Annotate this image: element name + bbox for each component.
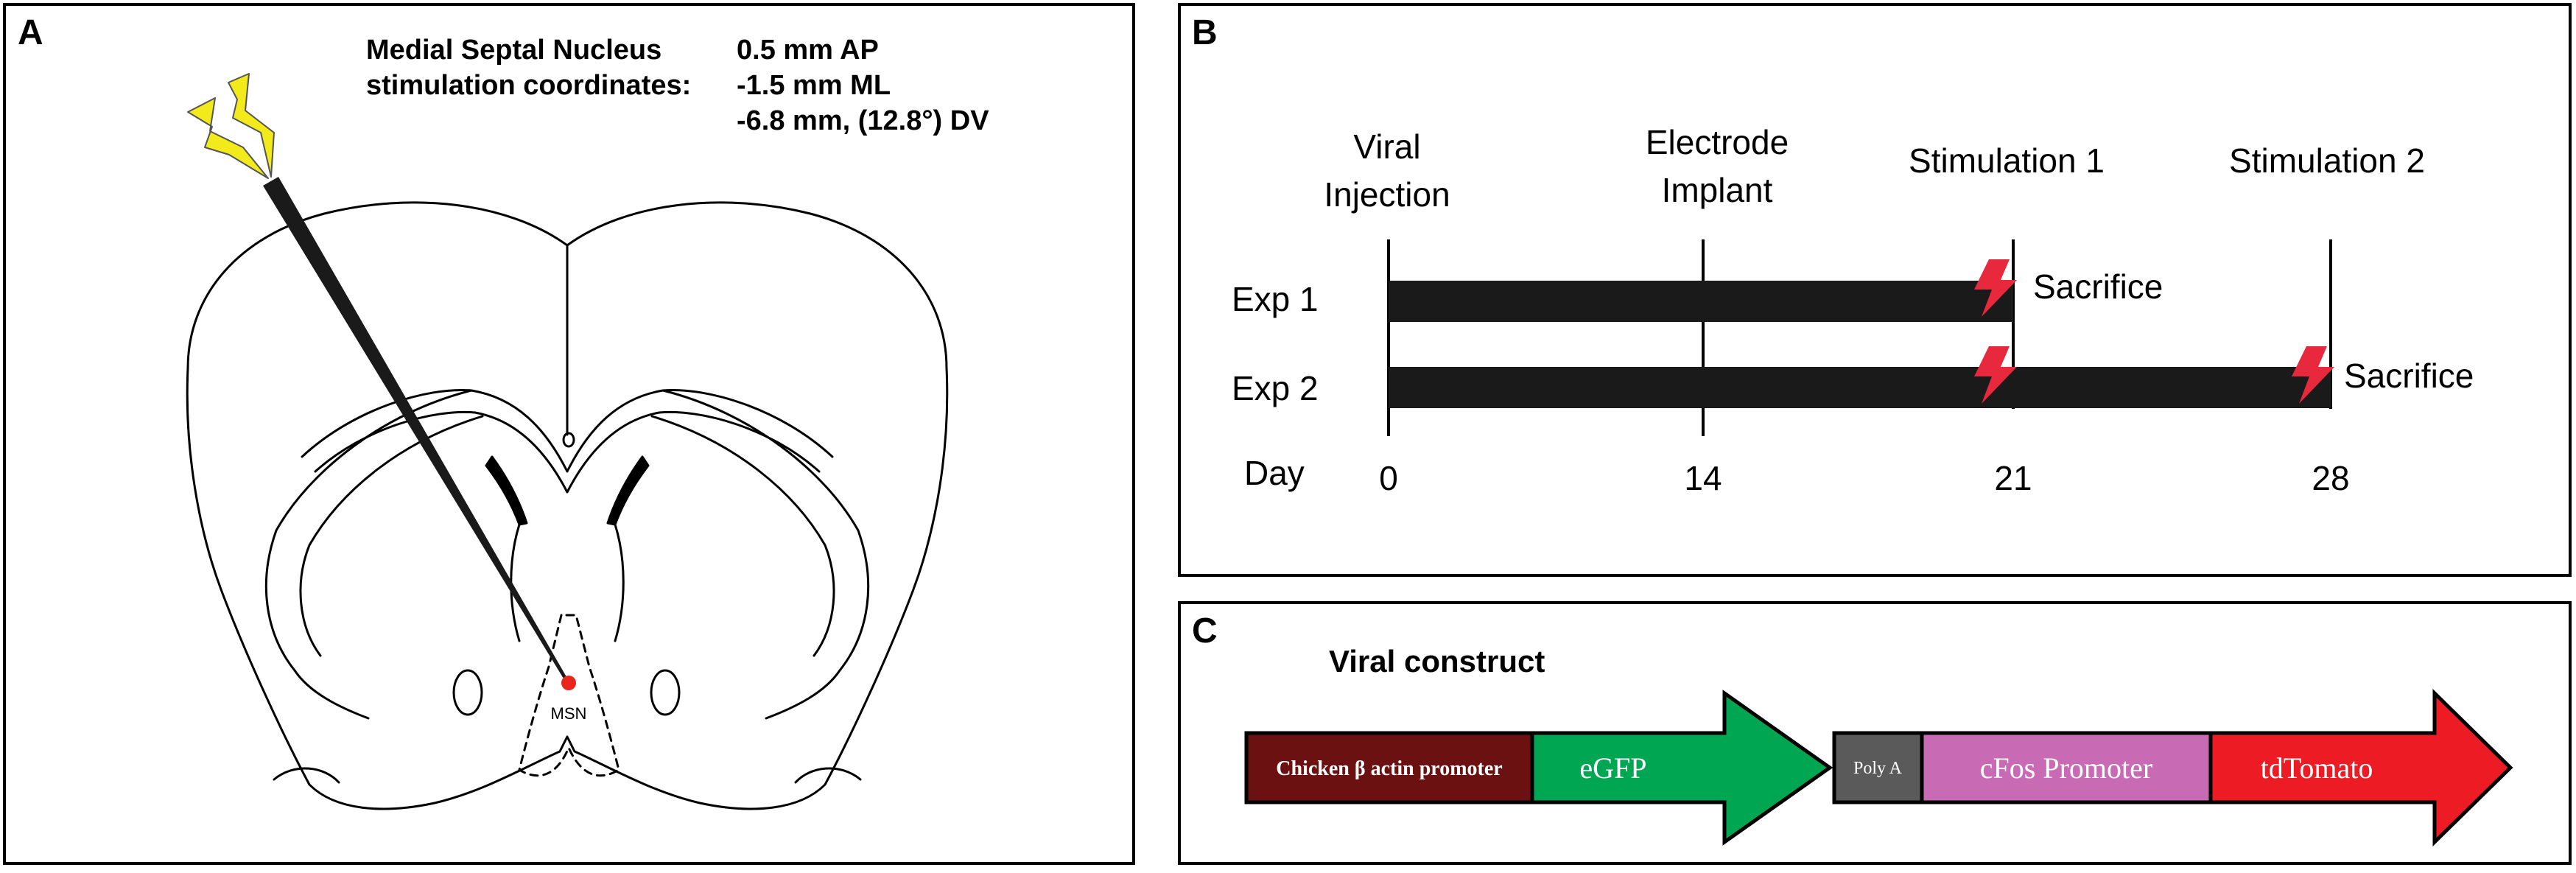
lightning-bolt-icon xyxy=(1974,346,2017,404)
corpus-callosum-inner xyxy=(314,410,821,494)
coord-label-line2: stimulation coordinates: xyxy=(366,70,691,101)
coord-dv: -6.8 mm, (12.8°) DV xyxy=(737,105,989,136)
event-electrode-line2: Implant xyxy=(1662,171,1773,209)
panel-c-letter: C xyxy=(1192,611,1218,651)
septum-left-wall xyxy=(510,523,521,642)
inner-cortex-left-2 xyxy=(299,415,484,657)
segment-polya xyxy=(1832,731,1924,804)
event-viral-line2: Injection xyxy=(1324,175,1450,214)
panel-c: C Viral construct Chicken β actin promot… xyxy=(1178,601,2572,865)
day-0: 0 xyxy=(1379,459,1398,497)
event-labels: Viral Injection Electrode Implant Stimul… xyxy=(1324,123,2425,214)
segment-cfos xyxy=(1920,731,2213,804)
segment-promoter xyxy=(1244,731,1534,804)
panel-a-frame xyxy=(3,3,1135,865)
coord-ap: 0.5 mm AP xyxy=(737,35,879,66)
electrode-probe xyxy=(263,177,569,682)
event-viral-line1: Viral xyxy=(1353,127,1420,166)
lightning-bolt-icon xyxy=(2292,346,2334,404)
panel-b-letter: B xyxy=(1192,13,1218,52)
label-tdtomato: tdTomato xyxy=(2261,751,2373,785)
segment-tdtomato xyxy=(2208,689,2513,846)
corpus-callosum xyxy=(301,388,834,473)
brain-outline xyxy=(186,201,949,810)
coord-label-line1: Medial Septal Nucleus xyxy=(366,35,661,66)
lateral-ventricle-left xyxy=(485,455,528,526)
brain-section xyxy=(186,201,949,810)
olfactory-right xyxy=(794,767,862,784)
olfactory-left xyxy=(273,767,340,784)
exp2-bar xyxy=(1389,367,2331,408)
anterior-commissure-left xyxy=(452,669,483,716)
panel-b: B Viral Injection Electrode Implant Stim… xyxy=(1178,3,2572,577)
inner-cortex-left xyxy=(264,389,473,720)
event-stim2: Stimulation 2 xyxy=(2229,141,2425,180)
coord-ml: -1.5 mm ML xyxy=(737,70,891,101)
event-stim1: Stimulation 1 xyxy=(1909,141,2105,180)
construct-title: Viral construct xyxy=(1329,644,1545,679)
label-cfos: cFos Promoter xyxy=(1980,751,2152,785)
day-label: Day xyxy=(1244,454,1305,492)
exp1-sacrifice: Sacrifice xyxy=(2033,267,2163,306)
label-polya: Poly A xyxy=(1853,759,1903,778)
lateral-ventricle-right xyxy=(606,455,650,526)
anterior-commissure-right xyxy=(650,669,681,716)
day-ticks: 0 14 21 28 xyxy=(1379,459,2349,497)
segment-egfp xyxy=(1530,690,1833,846)
panel-b-frame xyxy=(1178,3,2572,577)
event-electrode-line1: Electrode xyxy=(1646,123,1789,161)
exp1-bar xyxy=(1389,281,2013,322)
stim-bolts xyxy=(1974,259,2334,404)
inner-cortex-right xyxy=(661,389,870,720)
septum-right-wall xyxy=(614,523,625,642)
exp2-label: Exp 2 xyxy=(1232,369,1319,407)
panel-c-frame xyxy=(1178,601,2572,865)
lightning-bolt-icon xyxy=(187,97,269,179)
panel-a-letter: A xyxy=(18,13,43,52)
msn-region xyxy=(518,614,620,777)
lightning-bolt-icon xyxy=(228,73,275,178)
label-promoter: Chicken β actin promoter xyxy=(1276,757,1502,780)
inner-cortex-right-2 xyxy=(650,415,835,657)
midline-notch xyxy=(562,432,575,448)
day-21: 21 xyxy=(1994,459,2032,497)
label-egfp: eGFP xyxy=(1579,751,1646,785)
msn-target-dot xyxy=(561,676,576,690)
lightning-bolt-icon xyxy=(1974,259,2017,317)
msn-label: MSN xyxy=(551,704,587,723)
stimulation-bolts xyxy=(187,73,275,179)
day-14: 14 xyxy=(1684,459,1722,497)
panel-a: A Medial Septal Nucleus stimulation coor… xyxy=(3,3,1135,865)
day-28: 28 xyxy=(2312,459,2349,497)
exp2-sacrifice: Sacrifice xyxy=(2344,357,2474,395)
exp1-label: Exp 1 xyxy=(1232,280,1319,318)
